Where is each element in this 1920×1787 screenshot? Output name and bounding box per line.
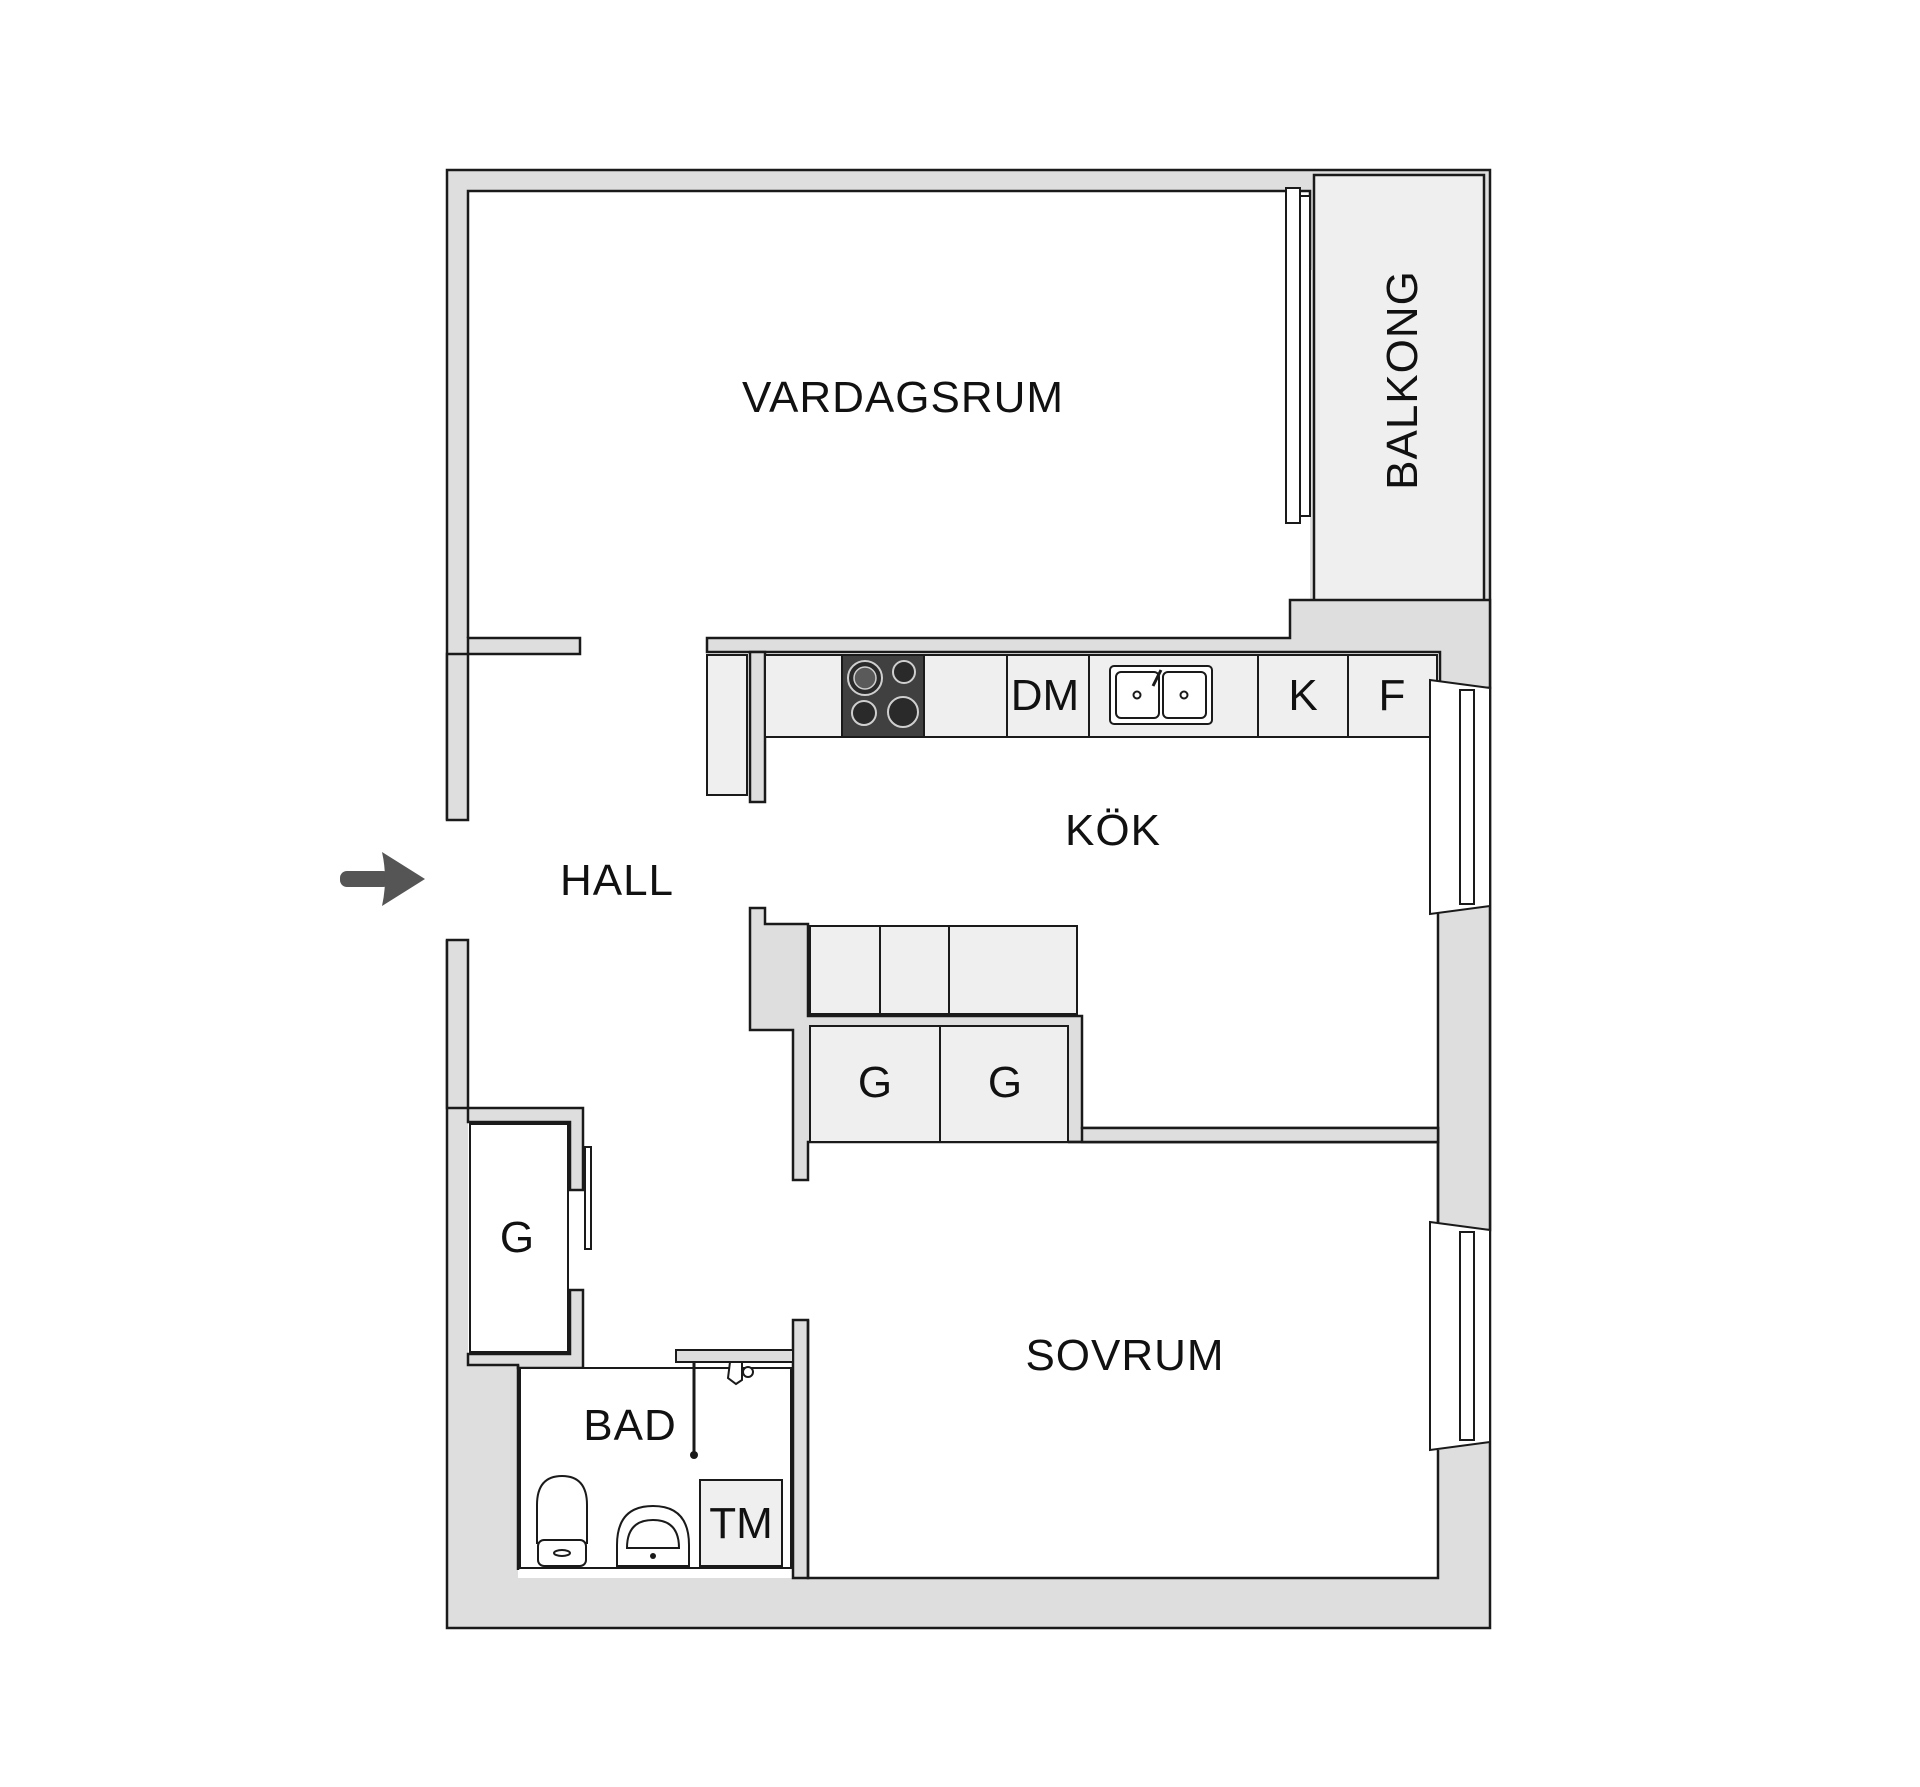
bedroom-window [1429,1220,1491,1452]
bedroom-north-wall [1080,1126,1440,1144]
hall-closet-label: G [500,1213,534,1262]
washbasin-icon [616,1504,690,1567]
entrance-opening [440,820,472,940]
hall-label: HALL [560,856,674,905]
kitchen-window [1429,678,1491,916]
closet-1-label: G [858,1058,892,1107]
bedroom-outline [806,1320,1440,1580]
dishwasher-label: DM [1011,671,1079,720]
hall-closet [469,1123,569,1353]
tall-cabinet-left [706,654,748,796]
bath-east-wall [791,1318,810,1580]
wall-stub-left [748,650,767,804]
washer-box [699,1479,783,1567]
freezer-label: F [1379,671,1406,720]
entrance-arrow-icon [340,852,425,906]
balcony-label: BALKONG [1378,270,1427,490]
sink-icon [1109,665,1213,725]
shower-icon [675,1349,794,1459]
toilet-icon [536,1474,588,1567]
stove-icon [841,654,925,738]
kitchen-label: KÖK [1065,806,1161,855]
hall-closet-walls [466,1106,585,1192]
living-room-label: VARDAGSRUM [742,373,1064,422]
bedroom-label: SOVRUM [1025,1331,1224,1380]
hall-west-wall-upper [445,652,470,822]
hall-closet-door-panel [584,1146,592,1250]
living-room-lower-wall [466,636,582,656]
closet-2-label: G [988,1058,1022,1107]
balcony-window-frame [1285,187,1301,524]
bath-label: BAD [583,1401,676,1450]
washer-label: TM [709,1499,773,1548]
balcony-window-pane [1299,195,1311,517]
kitchen-lower-cabinets [809,925,1078,1015]
interior-floor [468,191,1440,1578]
hall-west-wall-lower [445,938,470,1110]
fridge-label: K [1288,671,1317,720]
